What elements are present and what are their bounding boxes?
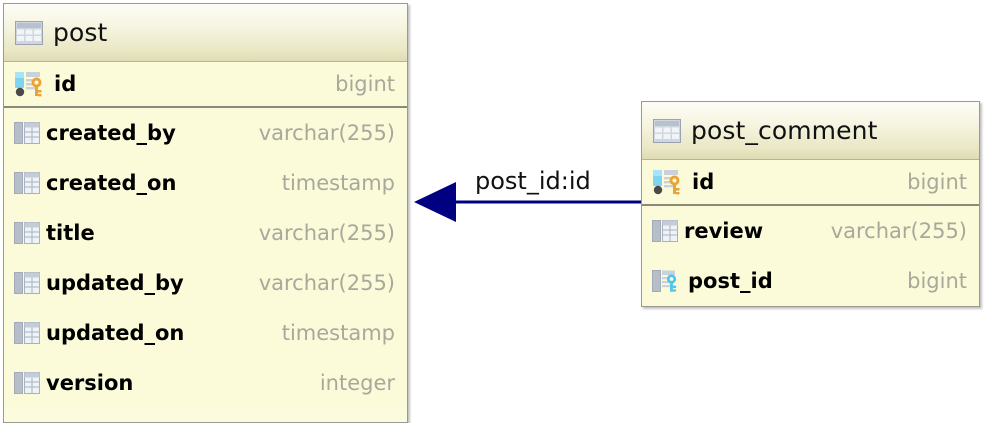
column-type: bigint (907, 269, 967, 293)
column-type: varchar(255) (258, 271, 395, 295)
entity-post-comment[interactable]: post_comment (641, 101, 980, 307)
column-name: review (684, 219, 764, 243)
column-icon (14, 221, 40, 245)
table-row[interactable]: id bigint (642, 160, 979, 206)
column-type: varchar(255) (830, 219, 967, 243)
entity-post-columns: id bigint cr (4, 62, 407, 408)
table-row[interactable]: updated_on timestamp (4, 308, 407, 358)
column-icon (14, 271, 40, 295)
entity-post-header[interactable]: post (4, 4, 407, 62)
table-row[interactable]: post_id bigint (642, 256, 979, 306)
table-row[interactable]: created_by varchar(255) (4, 108, 407, 158)
table-row[interactable]: review varchar(255) (642, 206, 979, 256)
column-icon (14, 121, 40, 145)
column-icon (14, 171, 40, 195)
column-name: updated_by (46, 271, 184, 295)
primary-key-icon (652, 169, 686, 195)
er-diagram-canvas: post (3, 3, 980, 423)
column-type: varchar(255) (258, 221, 395, 245)
column-type: timestamp (281, 321, 395, 345)
entity-post-comment-columns: id bigint re (642, 160, 979, 306)
entity-post-comment-title: post_comment (691, 116, 878, 145)
table-icon (15, 20, 43, 45)
relationship-arrowhead-icon (414, 182, 456, 222)
entity-post[interactable]: post (3, 3, 408, 423)
entity-post-comment-header[interactable]: post_comment (642, 102, 979, 160)
column-icon (14, 371, 40, 395)
table-row[interactable]: version integer (4, 358, 407, 408)
primary-key-icon (14, 71, 48, 97)
column-icon (14, 321, 40, 345)
column-name: updated_on (46, 321, 185, 345)
table-row[interactable]: updated_by varchar(255) (4, 258, 407, 308)
foreign-key-icon (652, 269, 682, 293)
entity-post-title: post (53, 18, 108, 47)
column-name: post_id (688, 269, 773, 293)
column-name: title (46, 221, 95, 245)
column-type: integer (319, 371, 395, 395)
column-name: created_by (46, 121, 176, 145)
table-row[interactable]: created_on timestamp (4, 158, 407, 208)
column-icon (652, 219, 678, 243)
column-type: bigint (335, 72, 395, 96)
column-type: timestamp (281, 171, 395, 195)
column-name: version (46, 371, 134, 395)
column-name: created_on (46, 171, 177, 195)
column-type: bigint (907, 170, 967, 194)
column-type: varchar(255) (258, 121, 395, 145)
column-name: id (692, 170, 715, 194)
relationship-label: post_id:id (475, 167, 591, 195)
table-icon (653, 118, 681, 143)
table-row[interactable]: title varchar(255) (4, 208, 407, 258)
table-row[interactable]: id bigint (4, 62, 407, 108)
column-name: id (54, 72, 77, 96)
